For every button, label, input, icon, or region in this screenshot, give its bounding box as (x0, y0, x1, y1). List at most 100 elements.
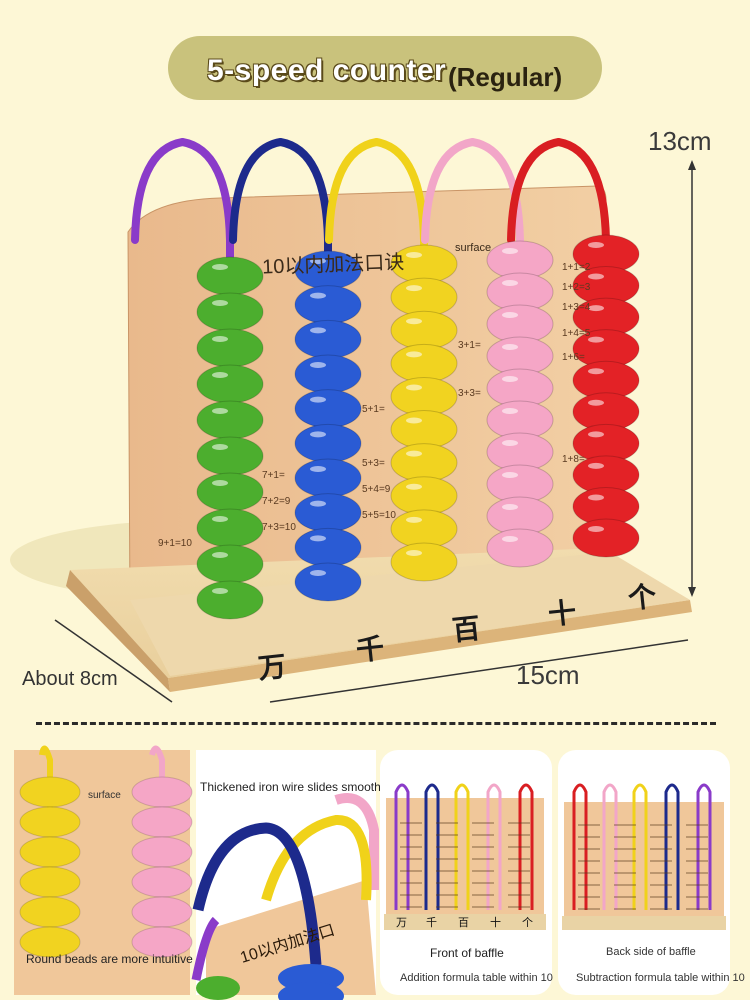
panel-1-surface-label: surface (88, 790, 121, 801)
formula-text: 5+1= (362, 404, 385, 415)
formula-text: 5+5=10 (362, 510, 396, 521)
bead (19, 896, 81, 928)
bead (390, 277, 458, 317)
panel-3-place-value-0: 万 (396, 917, 407, 929)
wire-4 (518, 783, 534, 910)
height-label: 13cm (648, 126, 712, 156)
bead (19, 776, 81, 808)
panel-4-caption: Back side of baffle (606, 946, 696, 958)
panel-round-beads: surface Round beads are more intuitive (14, 745, 193, 995)
formula-text: 1+1=2 (562, 262, 591, 273)
bead (131, 896, 193, 928)
bead (390, 476, 458, 516)
panel-back-baffle: Back side of baffle Subtraction formula … (558, 750, 745, 995)
panel-front-baffle: 万 千 百 十 个 Front of baffle Addition formula t… (380, 750, 553, 995)
bead (294, 423, 362, 463)
bead (390, 410, 458, 450)
bead-columns (196, 234, 640, 620)
panel-3-caption: Front of baffle (430, 946, 504, 960)
bead (196, 328, 264, 368)
wire-0 (131, 137, 234, 604)
width-label: 15cm (516, 660, 580, 690)
bead (390, 542, 458, 582)
panel-2-image (191, 750, 379, 1000)
panel-4-sub-caption: Subtraction formula table within 10 (576, 972, 745, 984)
base-panel (130, 552, 690, 676)
product-title: 5-speed counter (207, 54, 447, 87)
bead-column-4 (572, 234, 640, 558)
formula-text: 1+6= (562, 352, 585, 363)
bead (131, 926, 193, 958)
formula-text: 1+4=5 (562, 328, 591, 339)
panel-3-place-value-3: 十 (490, 917, 501, 929)
panel-3-image (384, 783, 546, 930)
title-banner (168, 36, 602, 100)
formula-text: 3+1= (458, 340, 481, 351)
bead (294, 562, 362, 602)
place-value-1: 千 (354, 632, 386, 667)
wire-2 (325, 137, 428, 566)
bead (294, 319, 362, 359)
formula-text: 1+8= (562, 454, 585, 465)
formula-text: 9+1=10 (158, 538, 192, 549)
bead (294, 527, 362, 567)
bead (196, 544, 264, 584)
base-front (168, 600, 692, 692)
bead-column-0 (196, 256, 264, 620)
bead (19, 866, 81, 898)
wire-1 (664, 783, 680, 910)
bead (19, 926, 81, 958)
panel-iron-wire: Thickened iron wire slides smoothly 10以内… (191, 750, 389, 1000)
bead (390, 310, 458, 350)
place-value-3: 十 (546, 596, 578, 631)
bead (390, 509, 458, 549)
formula-text: 7+1= (262, 470, 285, 481)
bead (196, 472, 264, 512)
abacus-illustration (10, 137, 696, 703)
bead (572, 518, 640, 558)
bead (196, 256, 264, 296)
place-value-2: 百 (450, 612, 482, 647)
bead (196, 292, 264, 332)
wire-1 (229, 137, 332, 586)
formula-text: 1+2=3 (562, 282, 591, 293)
board-surface-label: surface (455, 242, 492, 254)
panel-3-place-value-4: 个 (522, 917, 533, 929)
panel-3-place-value-1: 千 (426, 917, 437, 929)
wire-4 (507, 137, 610, 542)
place-value-4: 个 (626, 580, 658, 615)
width-dimension-line (269, 639, 689, 703)
wire-3 (602, 783, 618, 910)
bead (390, 443, 458, 483)
formula-text: 5+4=9 (362, 484, 391, 495)
bead (131, 776, 193, 808)
bead-column-3 (486, 240, 554, 568)
bead (19, 806, 81, 838)
formula-text: 1+3=4 (562, 302, 591, 313)
wire-2 (632, 783, 648, 910)
base-side (66, 570, 170, 692)
bead (390, 376, 458, 416)
depth-label: About 8cm (22, 668, 118, 690)
bead (294, 354, 362, 394)
bead (196, 508, 264, 548)
bead (196, 436, 264, 476)
dashed-divider (36, 722, 716, 725)
wire-2 (454, 783, 470, 910)
bead (294, 493, 362, 533)
wire-1 (424, 783, 440, 910)
wire-3 (486, 783, 502, 910)
panel-3-sub-caption: Addition formula table within 10 (400, 972, 553, 984)
bead (196, 580, 264, 620)
bead (294, 458, 362, 498)
bead (294, 389, 362, 429)
bead (19, 836, 81, 868)
bead (196, 400, 264, 440)
panel-3-place-value-2: 百 (458, 917, 469, 929)
formula-text: 7+3=10 (262, 522, 296, 533)
board-title: 10以内加法口诀 (261, 251, 405, 279)
wire-4 (572, 783, 588, 910)
bead-column-2 (390, 244, 458, 582)
bead (196, 364, 264, 404)
bead (131, 806, 193, 838)
